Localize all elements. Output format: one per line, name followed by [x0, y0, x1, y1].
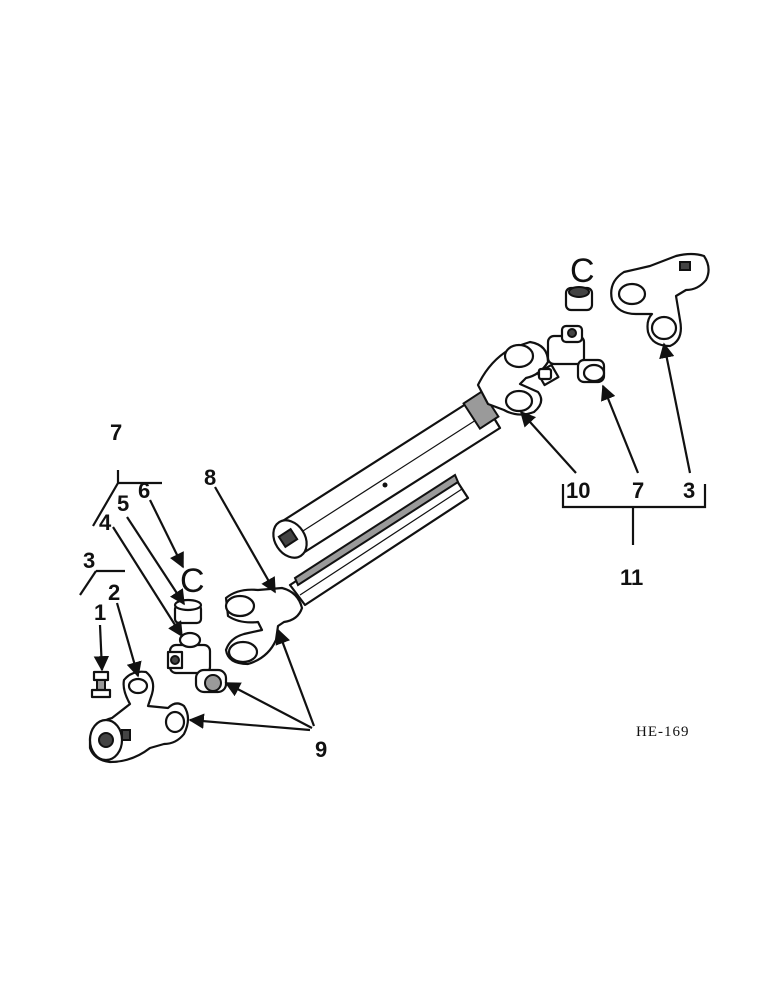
drawing-code: HE-169: [636, 724, 690, 740]
callout-7-left: 7: [110, 420, 122, 445]
inner-shaft: [288, 473, 470, 607]
snap-ring-left: C: [180, 562, 205, 600]
callout-11: 11: [620, 565, 643, 590]
callout-4: 4: [99, 510, 112, 535]
callout-6: 6: [138, 478, 150, 503]
bracket-right-11: [561, 484, 707, 545]
callout-10: 10: [566, 478, 590, 503]
end-yoke-right: [610, 252, 710, 348]
callout-8: 8: [204, 465, 216, 490]
callout-9: 9: [315, 737, 327, 762]
callout-5: 5: [117, 491, 129, 516]
grease-fitting-left: [90, 670, 112, 699]
end-yoke-left: [88, 670, 190, 764]
shaft-yoke-lower: [224, 586, 304, 666]
leader-arrows: [93, 342, 692, 732]
bracket-left-7: [92, 470, 162, 527]
callout-2: 2: [108, 580, 120, 605]
callout-3-right: 3: [683, 478, 695, 503]
callout-3-left: 3: [83, 548, 95, 573]
outer-tube: [272, 390, 502, 559]
tube-yoke-upper: [476, 340, 550, 416]
bearing-cup-right: [564, 286, 594, 312]
cross-bearing-left: [166, 631, 228, 694]
bracket-left-3: [79, 569, 125, 596]
snap-ring-right: C: [570, 252, 595, 290]
bearing-cup-left: [173, 598, 203, 625]
grease-fitting-right: [537, 367, 553, 381]
callout-7-right: 7: [632, 478, 644, 503]
callout-1: 1: [94, 600, 106, 625]
